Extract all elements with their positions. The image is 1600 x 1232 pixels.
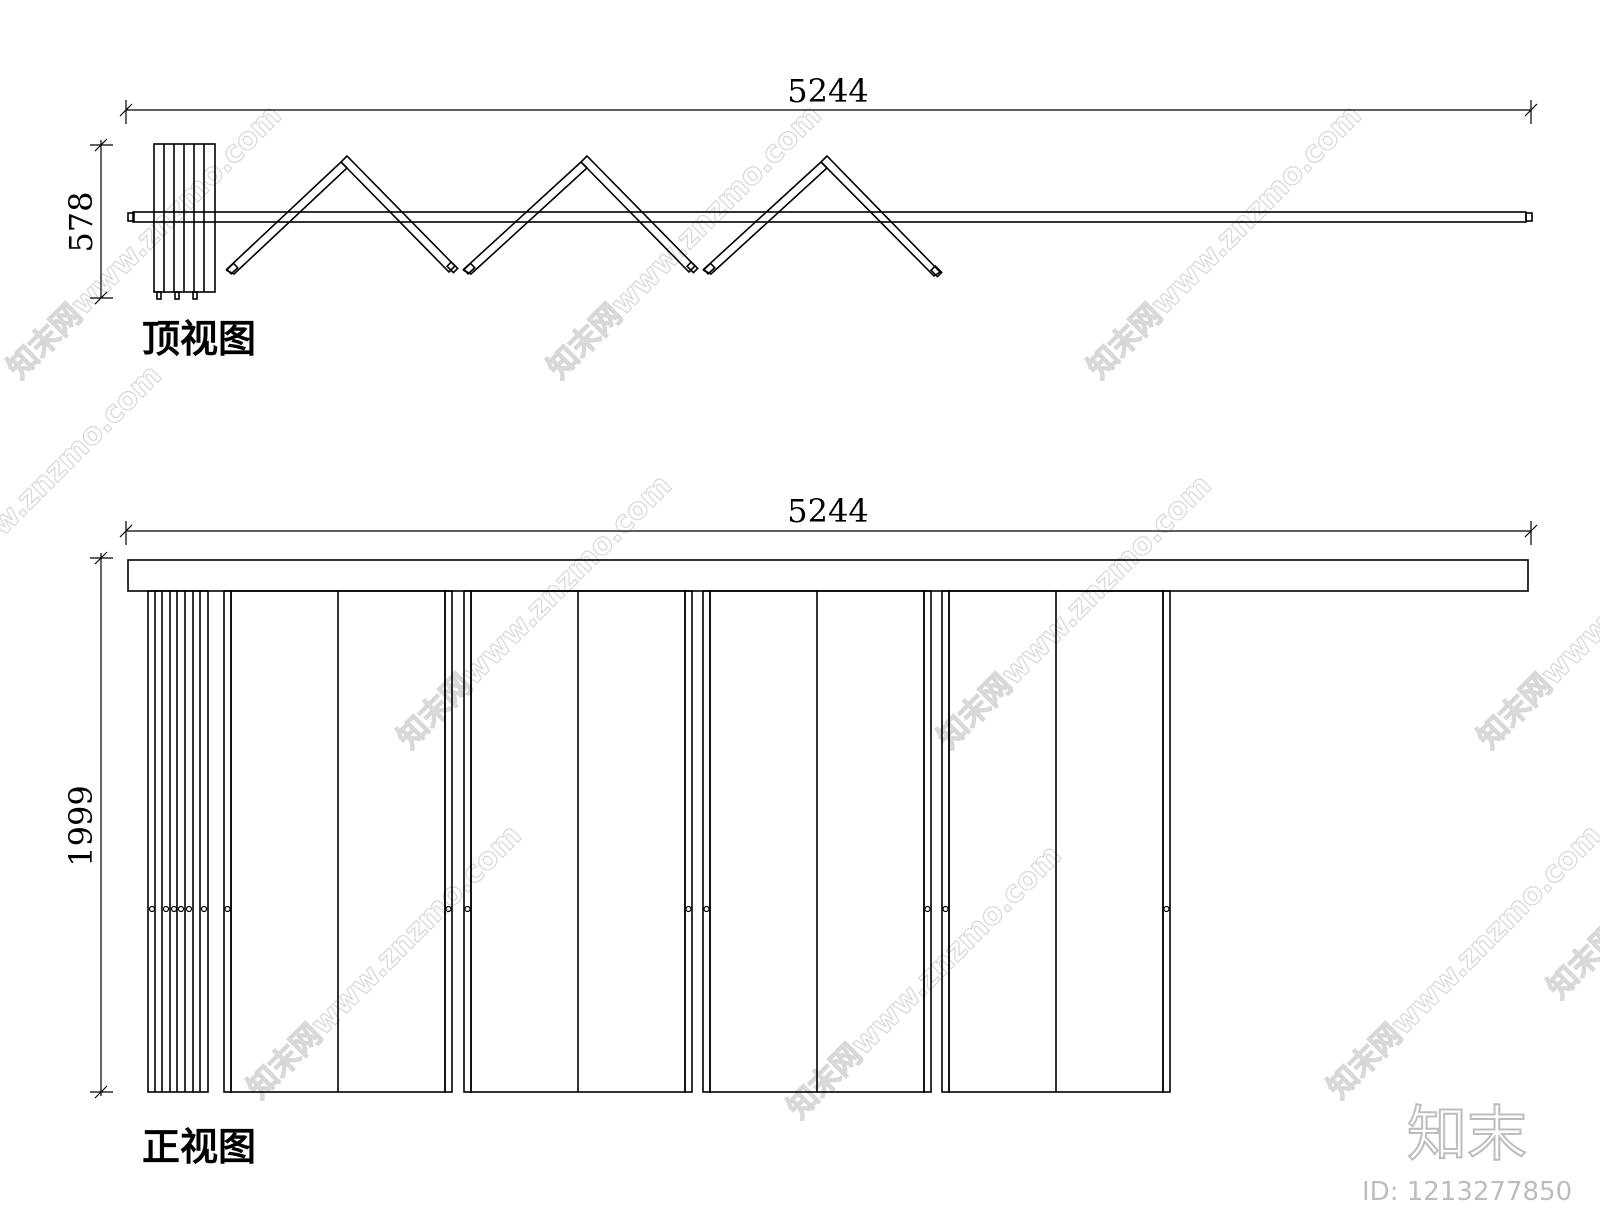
top-view-title: 顶视图: [142, 316, 256, 361]
watermark-text: 知末网www.znzmo.com: [0, 358, 169, 646]
top-depth-dimension: 578: [62, 138, 113, 305]
front-view-title: 正视图: [142, 1124, 256, 1169]
watermark-layer: 知末网www.znzmo.com 知末网www.znzmo.com 知末网www.z…: [0, 97, 1600, 1126]
brand-id-label: ID: 1213277850: [1362, 1177, 1572, 1207]
stacked-panels-top: [153, 143, 216, 300]
front-height-label: 1999: [62, 785, 100, 866]
panel-group: [941, 590, 1171, 1093]
stacked-panels-front: [147, 590, 209, 1093]
panel-group: [702, 590, 932, 1093]
watermark-text: 知末网www.znzmo.com: [391, 468, 679, 756]
top-width-label: 5244: [787, 72, 868, 110]
front-height-dimension: 1999: [62, 551, 113, 1099]
watermark-text: 知末网www.znzmo.com: [1081, 98, 1369, 386]
front-width-dimension: 5244: [119, 492, 1538, 545]
watermark-text: 知末网www.znzmo.com: [931, 468, 1219, 756]
watermark-text: 知末网www.znzmo.com: [241, 818, 529, 1106]
watermark-text: 知末网www.znzmo.com: [1471, 468, 1600, 756]
top-width-dimension: 5244: [119, 72, 1538, 124]
ceiling-track-top: [127, 211, 1533, 223]
front-view: 5244 1999: [62, 492, 1538, 1169]
panel-group: [463, 590, 693, 1093]
ceiling-beam-front: [127, 559, 1529, 592]
top-view: 5244 578: [62, 72, 1538, 361]
folding-panels-top: [225, 154, 943, 278]
watermark-text: 知末网www.znzmo.com: [1321, 818, 1600, 1106]
folding-panels-front: [223, 590, 1171, 1093]
watermark-text: 知末网www.znzmo.com: [541, 98, 829, 386]
panel-group: [223, 590, 453, 1093]
front-width-label: 5244: [787, 492, 868, 530]
brand-logo-text: 知末: [1407, 1100, 1527, 1170]
brand-mark: 知末 ID: 1213277850: [1362, 1099, 1572, 1207]
top-depth-label: 578: [62, 191, 100, 252]
